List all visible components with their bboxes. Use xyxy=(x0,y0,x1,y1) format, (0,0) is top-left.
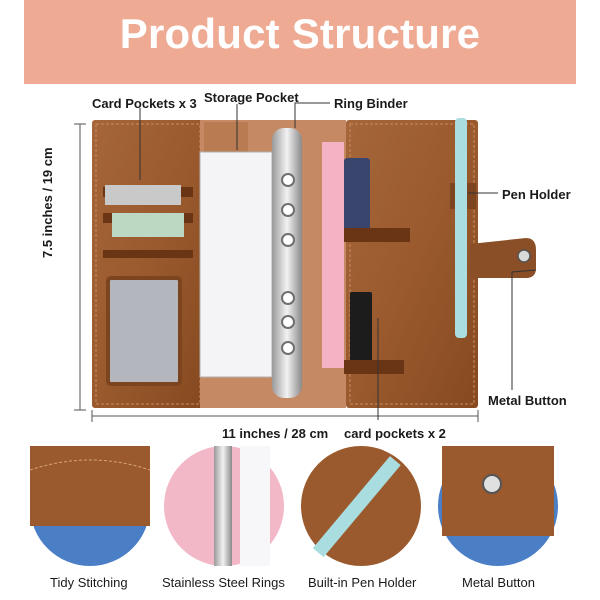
calculator-card xyxy=(350,292,372,370)
height-dimension-label: 7.5 inches / 19 cm xyxy=(40,147,55,258)
metal-button xyxy=(517,249,531,263)
page-title: Product Structure xyxy=(119,10,481,57)
label-ring-binder: Ring Binder xyxy=(334,96,408,111)
stitching-detail-graphic xyxy=(29,446,151,566)
right-cover xyxy=(346,120,478,408)
label-pen-holder: Pen Holder xyxy=(502,187,571,202)
caption-pen-holder: Built-in Pen Holder xyxy=(308,575,417,590)
ring-binder xyxy=(272,128,302,398)
caption-steel-rings: Stainless Steel Rings xyxy=(162,575,285,590)
pink-divider xyxy=(322,142,344,368)
rings-detail-graphic xyxy=(164,446,284,566)
pen xyxy=(455,118,467,338)
id-window-pocket xyxy=(106,276,182,386)
caption-metal-button: Metal Button xyxy=(462,575,535,590)
label-card-pockets-2: card pockets x 2 xyxy=(344,426,446,441)
width-dimension-line xyxy=(91,410,479,422)
storage-page xyxy=(199,151,273,378)
card-pocket-stack xyxy=(103,185,193,258)
snap-strap xyxy=(470,238,536,278)
title-banner: Product Structure xyxy=(24,0,576,84)
metal-button-detail-graphic xyxy=(438,446,558,566)
label-metal-button: Metal Button xyxy=(488,393,567,408)
navy-card xyxy=(344,158,370,230)
label-storage-pocket: Storage Pocket xyxy=(204,90,299,105)
pen-holder-detail-graphic xyxy=(301,446,421,566)
height-dimension-line xyxy=(74,123,86,411)
label-card-pockets-3: Card Pockets x 3 xyxy=(92,96,197,111)
caption-tidy-stitching: Tidy Stitching xyxy=(50,575,128,590)
width-dimension-label: 11 inches / 28 cm xyxy=(222,426,329,441)
